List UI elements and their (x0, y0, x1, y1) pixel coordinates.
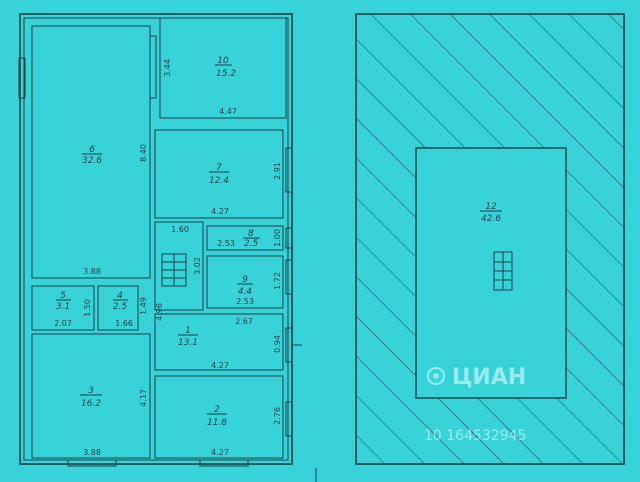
room-8-number: 8 (248, 229, 254, 239)
windows (18, 35, 293, 467)
dim-427-top: 4.27 (211, 207, 229, 216)
room-10-number: 10 (217, 56, 229, 66)
dim-166: 1.66 (115, 319, 133, 328)
room-10-area: 15.2 (216, 69, 236, 79)
room-2-outline (154, 375, 284, 459)
dim-447: 4.47 (219, 107, 237, 116)
room-7-number: 7 (216, 163, 222, 173)
room-8-area: 2.5 (244, 239, 259, 249)
window-south-2 (199, 459, 249, 467)
room-4-area: 2.5 (113, 302, 128, 312)
window-east-9 (285, 259, 293, 295)
dim-094: 0.94 (273, 335, 282, 353)
dim-276: 2.76 (273, 407, 282, 425)
dim-496: 4.96 (155, 303, 164, 321)
room-7-outline (154, 129, 284, 219)
room-labels: 10 15.2 6 32.6 7 12.4 8 2.5 9 4.4 5 3.1 … (56, 56, 260, 428)
room-2-area: 11.8 (207, 418, 227, 428)
room-3-area: 16.2 (81, 399, 101, 409)
dim-207: 2.07 (54, 319, 72, 328)
dim-291: 2.91 (273, 162, 282, 180)
dim-388-top: 3.88 (83, 267, 101, 276)
location-pin-icon (427, 367, 445, 385)
dimension-labels: 3.44 4.47 8.40 2.91 4.27 1.60 2.53 1.00 … (54, 59, 282, 457)
stairs-icon-floor2 (493, 251, 513, 291)
room-3-number: 3 (88, 386, 94, 396)
dim-427-mid: 4.27 (211, 361, 229, 370)
room-6-area: 32.6 (82, 156, 102, 166)
room-5-outline (31, 285, 95, 331)
window-10-door (149, 35, 157, 99)
dim-172: 1.72 (273, 272, 282, 290)
room-1-area: 13.1 (178, 338, 198, 348)
dim-100: 1.00 (273, 229, 282, 247)
room-3-outline (31, 333, 151, 459)
watermark-code: 10 164532945 (424, 428, 526, 444)
room-9-outline (206, 255, 284, 309)
dim-253-a: 2.53 (217, 239, 235, 248)
door-east-1 (285, 327, 293, 363)
room-1-number: 1 (185, 326, 191, 336)
dim-253-b: 2.53 (236, 297, 254, 306)
room-7-area: 12.4 (209, 176, 229, 186)
watermark-brand: ЦИАН (452, 365, 526, 390)
room-12-number: 12 (485, 202, 497, 212)
dim-149: 1.49 (139, 297, 148, 315)
outer-wall-inner (23, 17, 289, 461)
dim-160: 1.60 (171, 225, 189, 234)
room-5-number: 5 (60, 291, 66, 301)
room-4-outline (97, 285, 139, 331)
dim-417: 4.17 (139, 389, 148, 407)
window-west-6 (18, 57, 26, 99)
dim-388-bottom: 3.88 (83, 448, 101, 457)
dim-150: 1.50 (83, 299, 92, 317)
room-6-outline (31, 25, 151, 279)
stair-hall-outline (154, 221, 204, 311)
floor2-plan: 12 42.6 (355, 13, 625, 465)
room-6-number: 6 (89, 145, 95, 155)
floor1-plan: 10 15.2 6 32.6 7 12.4 8 2.5 9 4.4 5 3.1 … (18, 13, 317, 482)
window-east-7 (285, 147, 293, 193)
stairs-icon (161, 253, 187, 287)
room-8-outline (206, 225, 284, 251)
room-10-outline (159, 17, 287, 119)
room-12-outline (415, 147, 567, 399)
window-east-2 (285, 401, 293, 437)
window-south-3 (67, 459, 117, 467)
watermark: ЦИАН 10 164532945 (424, 365, 526, 444)
room-2-number: 2 (214, 405, 220, 415)
dim-267: 2.67 (235, 317, 253, 326)
dim-344: 3.44 (163, 59, 172, 77)
room-9-number: 9 (242, 275, 248, 285)
room-9-area: 4.4 (238, 287, 253, 297)
dim-427-bottom: 4.27 (211, 448, 229, 457)
room-5-area: 3.1 (56, 302, 70, 312)
room-12-area: 42.6 (481, 214, 501, 224)
dim-840: 8.40 (139, 144, 148, 162)
dim-302: 3.02 (193, 257, 202, 275)
room-1-outline (154, 313, 284, 371)
window-east-8 (285, 227, 293, 249)
room-4-number: 4 (117, 291, 123, 301)
